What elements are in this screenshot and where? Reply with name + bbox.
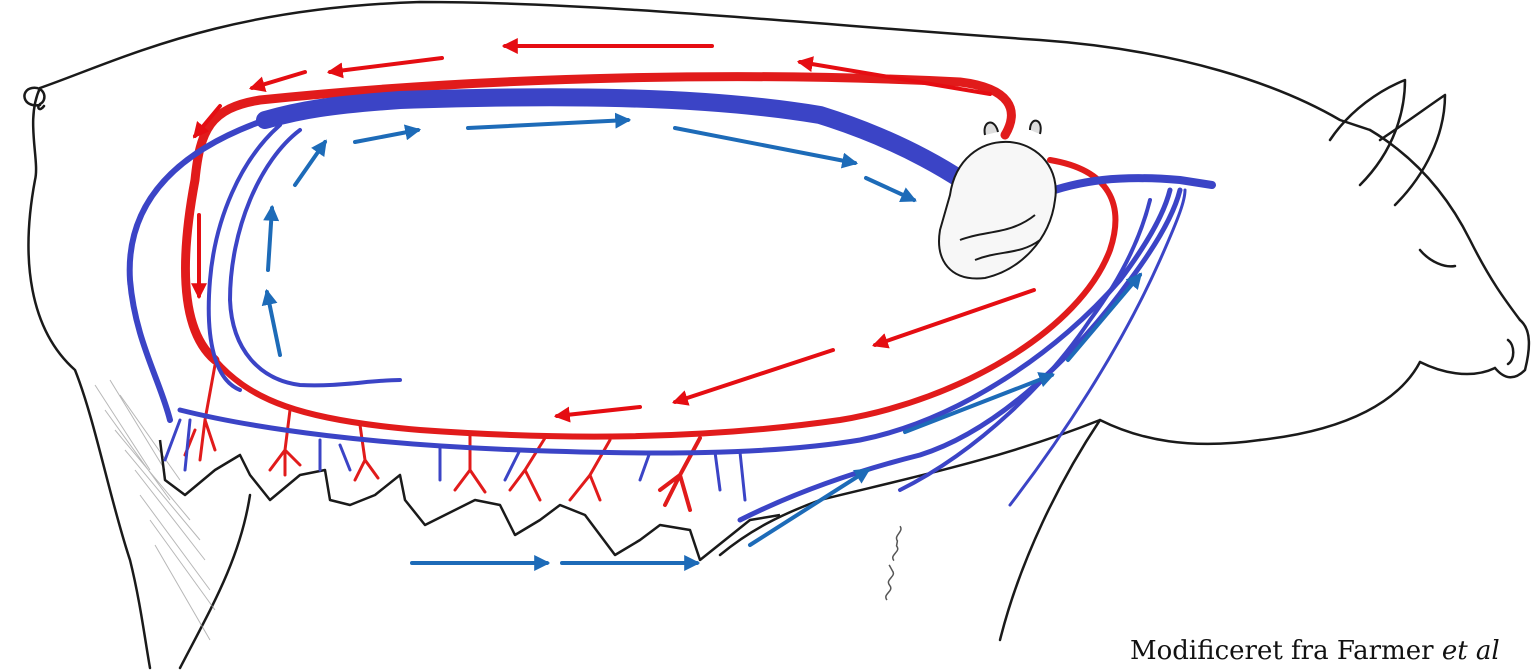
flow-arrow-icon [355,130,418,142]
artery-branch-5 [510,438,545,500]
eye [1420,250,1455,266]
ear-right [1380,95,1445,205]
flow-arrow-icon [1068,275,1140,360]
front-leg [1000,420,1260,640]
ear-left [1330,80,1405,185]
flow-arrow-icon [675,350,833,402]
rump-and-tail-base [28,88,150,668]
artery-branch-3 [355,425,378,480]
artery-branch-2 [270,410,300,475]
belly-right [720,420,1100,555]
heart-icon [939,121,1056,279]
source-caption: Modificeret fra Farmer et al [1130,636,1500,666]
aorta [185,77,1011,360]
flow-arrow-icon [330,58,442,72]
flow-arrow-icon [866,178,914,200]
flow-arrow-icon [267,292,280,355]
flow-arrow-icon [268,208,272,270]
hind-leg-shading [95,380,215,640]
caption-text: Modificeret fra Farmer [1130,636,1442,666]
artery-branch-7 [660,438,700,510]
artery-branch-4 [455,432,485,492]
jaw [1260,362,1420,440]
flow-arrow-icon [468,120,628,128]
flow-arrow-icon [252,72,305,88]
tail-curl [24,88,44,109]
flow-arrow-icon [875,290,1034,345]
flow-arrow-icon [675,128,855,163]
caption-italic: et al [1442,636,1500,666]
flow-arrow-icon [557,407,640,416]
flow-arrow-icon [295,142,325,185]
snout-nostril [1508,340,1513,364]
inner-vein-left [230,130,400,385]
artery-branch-6 [570,440,610,500]
hind-leg [180,495,250,668]
artist-signature [883,525,902,600]
flow-arrow-icon [905,375,1052,432]
head-top [1370,130,1520,320]
mouth [1420,362,1495,374]
